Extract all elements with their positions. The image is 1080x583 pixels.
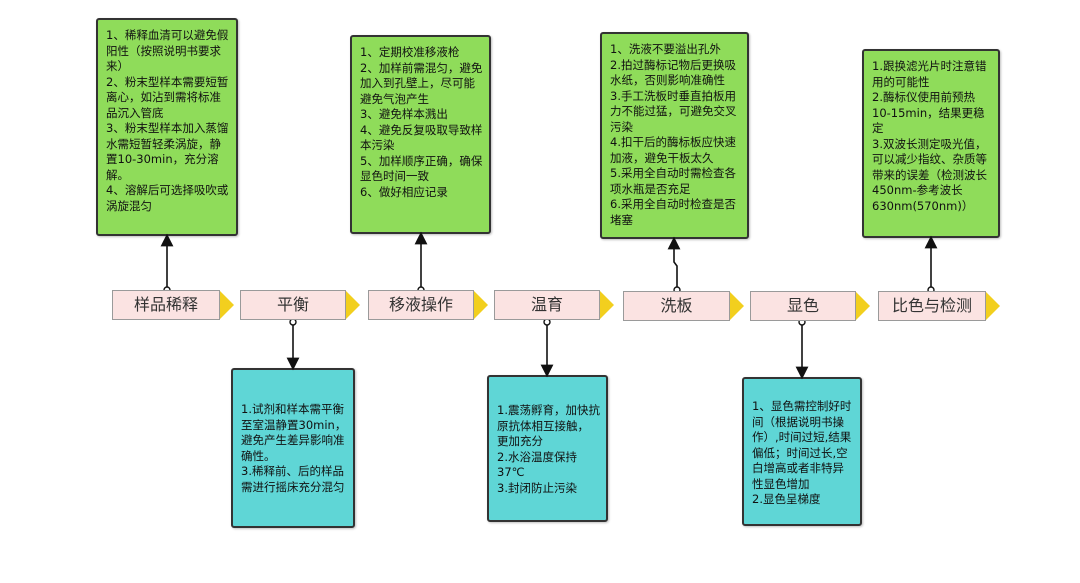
step-plate-washing: 洗板: [623, 291, 730, 321]
step-colorimetric-detection: 比色与检测: [878, 291, 986, 321]
step-incubation: 温育: [494, 290, 600, 320]
step-arrow-6: [856, 292, 870, 320]
step-label: 样品稀释: [133, 295, 198, 314]
step-arrow-3: [474, 291, 488, 319]
step-label: 洗板: [660, 296, 693, 315]
note-plate-washing: 1、洗液不要溢出孔外 2.拍过酶标记物后更换吸水纸，否则影响准确性 3.手工洗板…: [600, 32, 749, 239]
note-color-development: 1、显色需控制好时间（根据说明书操作）,时间过短,结果偏低；时间过长,空白增高或…: [742, 377, 862, 526]
step-label: 温育: [530, 295, 563, 314]
note-colorimetric-detection: 1.跟换滤光片时注意错用的可能性 2.酶标仪使用前预热10-15min，结果更稳…: [862, 49, 1000, 238]
step-arrow-2: [346, 291, 360, 319]
step-label: 显色: [786, 296, 819, 315]
step-color-development: 显色: [750, 291, 856, 321]
connector-step-5: [667, 236, 681, 290]
step-arrow-5: [730, 292, 744, 320]
step-label: 移液操作: [388, 295, 453, 314]
step-arrow-1: [220, 291, 234, 319]
step-sample-dilution: 样品稀释: [112, 290, 220, 320]
step-label: 平衡: [276, 295, 309, 314]
note-sample-dilution: 1、稀释血清可以避免假阳性（按照说明书要求来） 2、粉末型样本需要短暂离心，如沾…: [96, 18, 238, 236]
step-equilibration: 平衡: [240, 290, 346, 320]
note-equilibration: 1.试剂和样本需平衡至室温静置30min，避免产生差异影响准确性。 3.稀释前、…: [231, 368, 355, 528]
note-incubation: 1.震荡孵育，加快抗原抗体相互接触，更加充分 2.水浴温度保持37℃ 3.封闭防…: [487, 375, 608, 522]
step-pipetting: 移液操作: [368, 290, 474, 320]
step-arrow-7: [986, 292, 1000, 320]
note-pipetting: 1、定期校准移液枪 2、加样前需混匀，避免加入到孔壁上，尽可能避免气泡产生 3、…: [350, 35, 491, 234]
step-label: 比色与检测: [891, 296, 972, 315]
step-arrow-4: [600, 291, 614, 319]
